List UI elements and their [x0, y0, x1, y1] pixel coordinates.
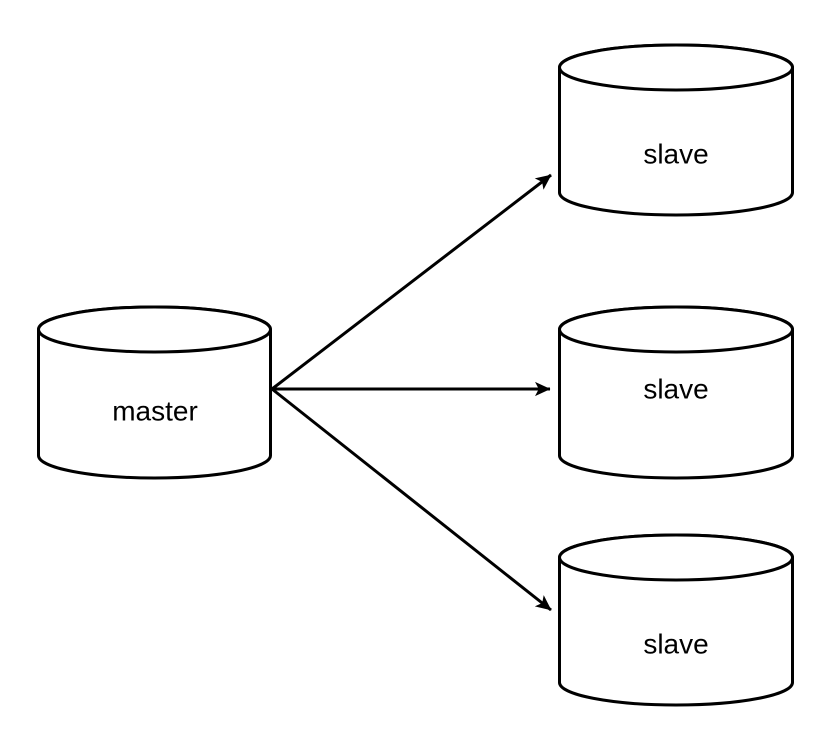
node-master-top-ellipse	[36, 305, 273, 354]
node-slave-3-top-ellipse	[557, 533, 795, 582]
node-slave-2[interactable]: slave	[557, 305, 795, 480]
node-slave-3-label: slave	[643, 628, 708, 659]
node-master[interactable]: master	[36, 305, 273, 480]
edges-layer	[271, 173, 552, 612]
node-slave-1-top-ellipse	[557, 43, 795, 92]
node-slave-2-top-ellipse	[557, 305, 795, 354]
edge-master-to-slave-3[interactable]	[271, 387, 552, 612]
node-slave-2-label: slave	[643, 373, 708, 404]
edge-master-to-slave-1[interactable]	[271, 173, 552, 391]
node-slave-3[interactable]: slave	[557, 533, 795, 707]
edge-line-master-slave-3	[271, 387, 552, 612]
edge-line-master-slave-1	[271, 173, 552, 391]
node-master-label: master	[112, 395, 198, 426]
node-slave-1-label: slave	[643, 138, 708, 169]
nodes-layer: master slave slave slave	[36, 43, 795, 707]
node-slave-1[interactable]: slave	[557, 43, 795, 217]
